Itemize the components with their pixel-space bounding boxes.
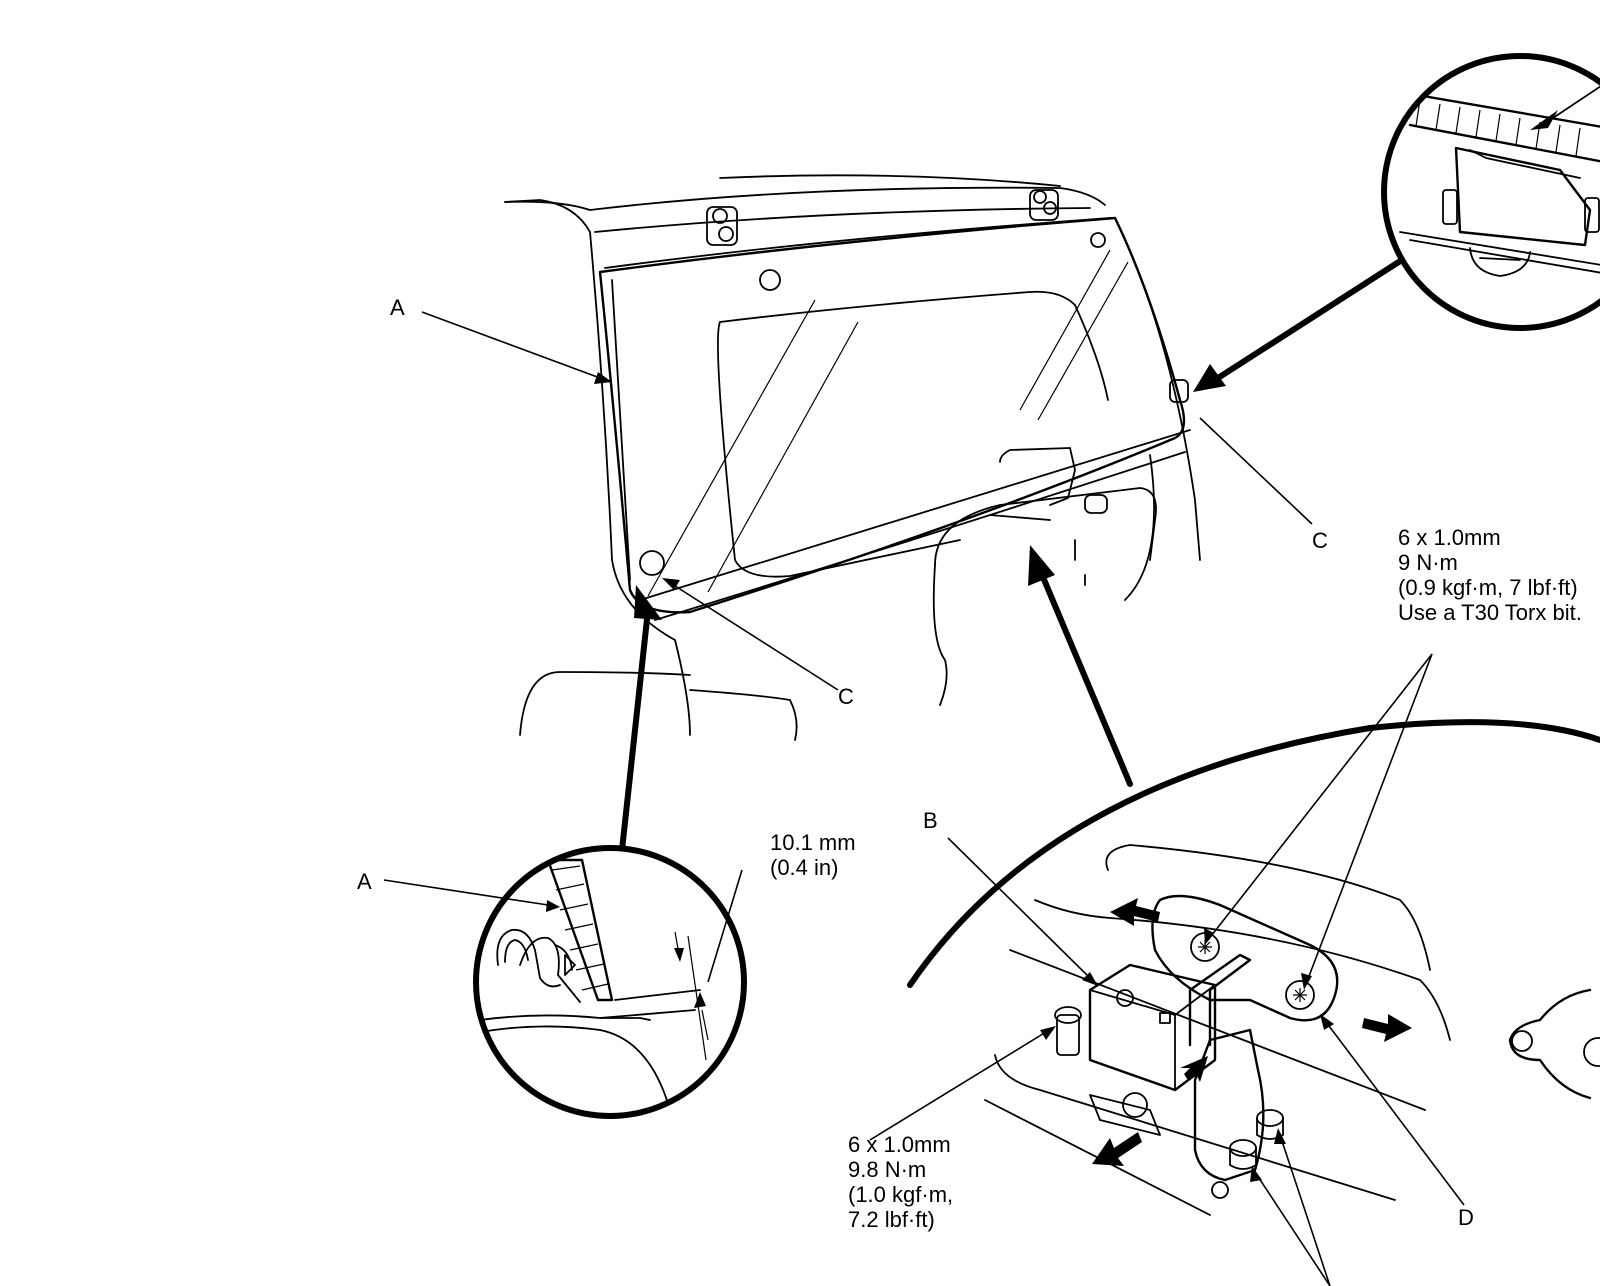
callout-b: B <box>923 808 938 833</box>
fastener-c-left <box>639 550 665 576</box>
bolt-lower-center <box>1229 1109 1284 1170</box>
bolt-spec-top-line4: Use a T30 Torx bit. <box>1398 600 1582 625</box>
bolt-spec-bottom-line1: 6 x 1.0mm <box>848 1132 951 1157</box>
callout-c-left: C <box>838 684 854 709</box>
fastener-c-right <box>1169 379 1189 403</box>
bolt-lower-left <box>1054 1006 1082 1056</box>
glass-hole-top-left <box>759 269 781 291</box>
bolt-spec-bottom-line3: (1.0 kgf·m, <box>848 1182 953 1207</box>
leader-lines <box>383 311 1465 1286</box>
callout-c-right: C <box>1312 528 1328 553</box>
bolt-spec-bottom-line4: 7.2 lbf·ft) <box>848 1207 935 1232</box>
detail-arrows <box>619 255 1408 853</box>
labels: A C C A B D 10.1 mm (0.4 in) 6 x 1.0mm 9… <box>357 295 1582 1232</box>
callout-d: D <box>1458 1205 1474 1230</box>
hinge-plate-d <box>1151 894 1339 1022</box>
hinge-cap-left <box>706 206 738 246</box>
hinge-block-b <box>1088 953 1252 1092</box>
bolt-spec-top-line3: (0.9 kgf·m, 7 lbf·ft) <box>1398 575 1578 600</box>
clearance-spec-line2: (0.4 in) <box>770 855 838 880</box>
detail-circle-glass-edge <box>473 845 747 1119</box>
callout-a-detail: A <box>357 869 372 894</box>
vehicle-rear-view <box>504 174 1201 741</box>
bolt-spec-top-line1: 6 x 1.0mm <box>1398 525 1501 550</box>
glass-hole-top-right <box>1090 232 1106 248</box>
hinge-cap-right <box>1029 189 1059 221</box>
bolt-spec-top-line2: 9 N·m <box>1398 550 1458 575</box>
detail-arc-hinge <box>907 719 1600 1216</box>
callout-a-top: A <box>390 295 405 320</box>
detail-circle-glass-clip <box>1381 53 1600 331</box>
bolt-spec-bottom-line2: 9.8 N·m <box>848 1157 926 1182</box>
clearance-spec-line1: 10.1 mm <box>770 830 856 855</box>
